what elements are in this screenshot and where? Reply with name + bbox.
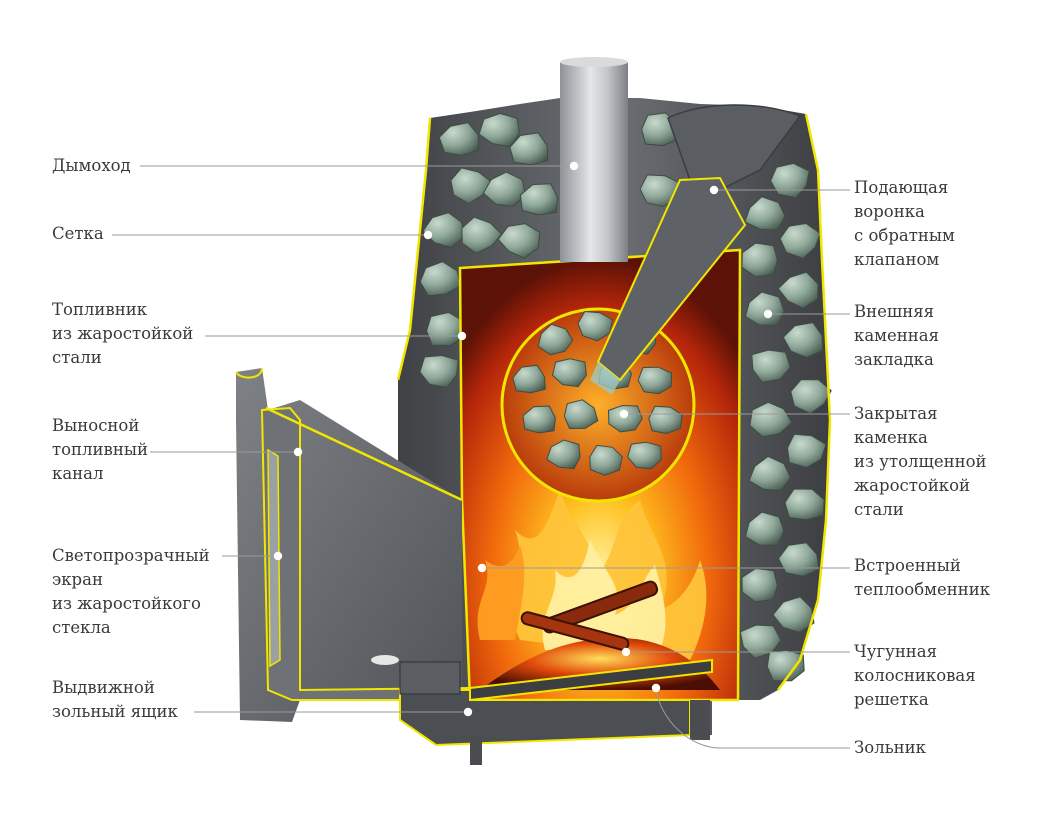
glass-screen — [267, 448, 281, 668]
outer-stone — [639, 174, 681, 207]
outer-stone — [744, 196, 786, 231]
label-voronka: Подающая воронка с обратным клапаном — [854, 178, 955, 269]
outer-stone — [509, 132, 549, 166]
inner-stone — [637, 366, 673, 395]
outer-stone — [782, 322, 824, 359]
label-zakladka: Внешняя каменная закладка — [854, 302, 939, 369]
inner-stone — [563, 399, 599, 430]
outer-stone — [772, 596, 815, 633]
outer-stone — [519, 183, 559, 216]
label-teploobmennik: Встроенный теплообменник — [854, 556, 991, 599]
outer-stone — [419, 261, 462, 297]
leader-dot — [569, 161, 579, 171]
inner-stones — [512, 310, 683, 476]
leader-line — [655, 687, 850, 749]
inner-stone — [577, 310, 614, 342]
inner-stone — [589, 444, 623, 476]
outer-stone — [766, 649, 805, 682]
leader-lines — [112, 165, 850, 749]
outer-stone — [786, 433, 827, 468]
inner-stone — [537, 323, 574, 356]
label-reshetka: Чугунная колосниковая решетка — [854, 642, 976, 709]
leader-dot — [423, 230, 433, 240]
label-setka: Сетка — [52, 224, 104, 243]
outer-stone — [744, 511, 785, 546]
leg-right — [690, 700, 710, 740]
outer-stone — [777, 271, 819, 309]
inner-stone — [551, 358, 587, 388]
outer-stone — [779, 222, 821, 259]
leader-dot — [763, 309, 773, 319]
outer-stone — [749, 401, 793, 438]
label-kamenka: Закрытая каменка из утолщенной жаростойк… — [854, 404, 987, 519]
label-dymokhod: Дымоход — [52, 156, 131, 175]
inner-stone — [512, 364, 546, 394]
feed-funnel — [590, 104, 802, 395]
outer-stone — [482, 171, 527, 207]
leader-dot — [463, 707, 473, 717]
outer-stone — [770, 162, 810, 199]
leader-dot — [477, 563, 487, 573]
leg-left — [470, 735, 482, 765]
inner-stone — [607, 404, 643, 433]
ash-drawer — [371, 655, 691, 747]
label-kanal: Выносной топливный канал — [52, 416, 148, 483]
inner-stone — [522, 405, 556, 434]
leader-dot — [273, 551, 283, 561]
outer-stone — [438, 122, 479, 157]
logs — [520, 580, 659, 651]
outer-stone — [784, 488, 825, 521]
outer-stone — [748, 455, 792, 492]
label-yashchik: Выдвижной зольный ящик — [52, 678, 178, 721]
leader-dot — [293, 447, 303, 457]
leader-dots — [273, 161, 773, 717]
label-zolnik: Зольник — [854, 738, 926, 757]
outer-stone — [744, 291, 785, 326]
outer-stone — [741, 242, 778, 278]
outer-stone — [790, 379, 832, 414]
outer-stone — [450, 167, 493, 205]
leader-dot — [619, 409, 629, 419]
chimney-pipe — [560, 62, 628, 262]
label-toplivnik: Топливник из жаростойкой стали — [52, 300, 194, 367]
outer-stone — [497, 223, 541, 259]
leader-dot — [651, 683, 661, 693]
outer-stone — [751, 349, 791, 383]
outer-stone — [739, 624, 782, 659]
outer-stone — [741, 567, 778, 603]
inner-stone — [546, 439, 581, 470]
outer-stone — [419, 354, 459, 389]
inner-stone — [627, 441, 662, 470]
leader-dot — [457, 331, 467, 341]
fuel-channel — [235, 367, 471, 722]
outer-stone — [461, 216, 503, 254]
leader-dot — [709, 185, 719, 195]
inner-stone — [648, 405, 683, 435]
outer-stone — [478, 112, 520, 148]
leader-dot — [621, 647, 631, 657]
casing-outline — [776, 113, 832, 691]
label-ekran: Светопрозрачный экран из жаростойкого ст… — [52, 546, 210, 637]
